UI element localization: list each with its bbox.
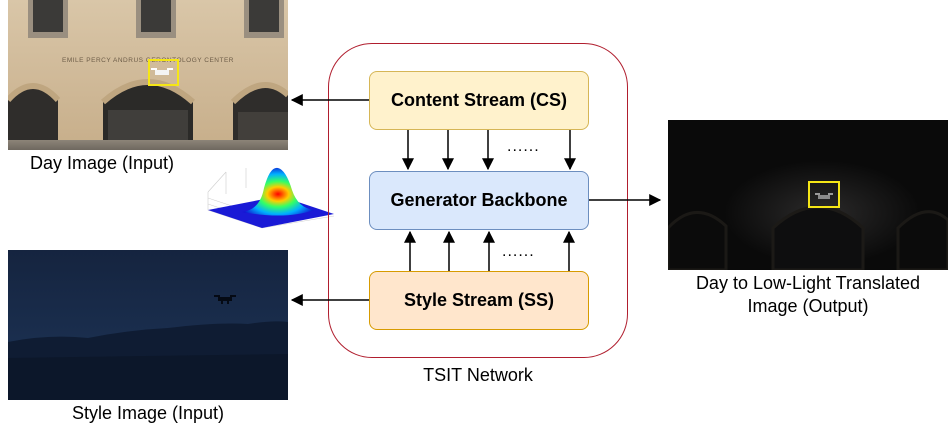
drone-icon [151, 68, 173, 75]
content-stream-label: Content Stream (CS) [390, 90, 567, 110]
day-image-graphic: EMILE PERCY ANDRUS GERONTOLOGY CENTER [8, 0, 288, 150]
network-label: TSIT Network [423, 365, 533, 385]
day-image: EMILE PERCY ANDRUS GERONTOLOGY CENTER [8, 0, 288, 150]
dots-lower: ...... [502, 243, 535, 260]
style-drone-icon [214, 295, 236, 304]
output-image [668, 120, 948, 270]
style-stream-label: Style Stream (SS) [403, 290, 555, 310]
style-image [8, 250, 288, 400]
style-image-caption: Style Image (Input) [71, 403, 225, 423]
day-image-caption: Day Image (Input) [29, 153, 175, 173]
style-stream-node: Style Stream (SS) [369, 271, 589, 330]
gaussian-plot [206, 164, 336, 230]
content-stream-node: Content Stream (CS) [369, 71, 589, 130]
target-box [148, 59, 179, 86]
output-caption-line1: Day to Low-Light Translated [695, 273, 921, 293]
generator-node: Generator Backbone [369, 171, 589, 230]
dots-upper: ...... [507, 138, 540, 155]
output-drone-icon [815, 193, 833, 199]
output-caption-line2: Image (Output) [747, 296, 869, 316]
output-image-caption: Day to Low-Light Translated Image (Outpu… [668, 272, 948, 318]
output-target-box [808, 181, 840, 208]
generator-label: Generator Backbone [390, 190, 568, 210]
building-sign-text: EMILE PERCY ANDRUS GERONTOLOGY CENTER [62, 57, 234, 64]
